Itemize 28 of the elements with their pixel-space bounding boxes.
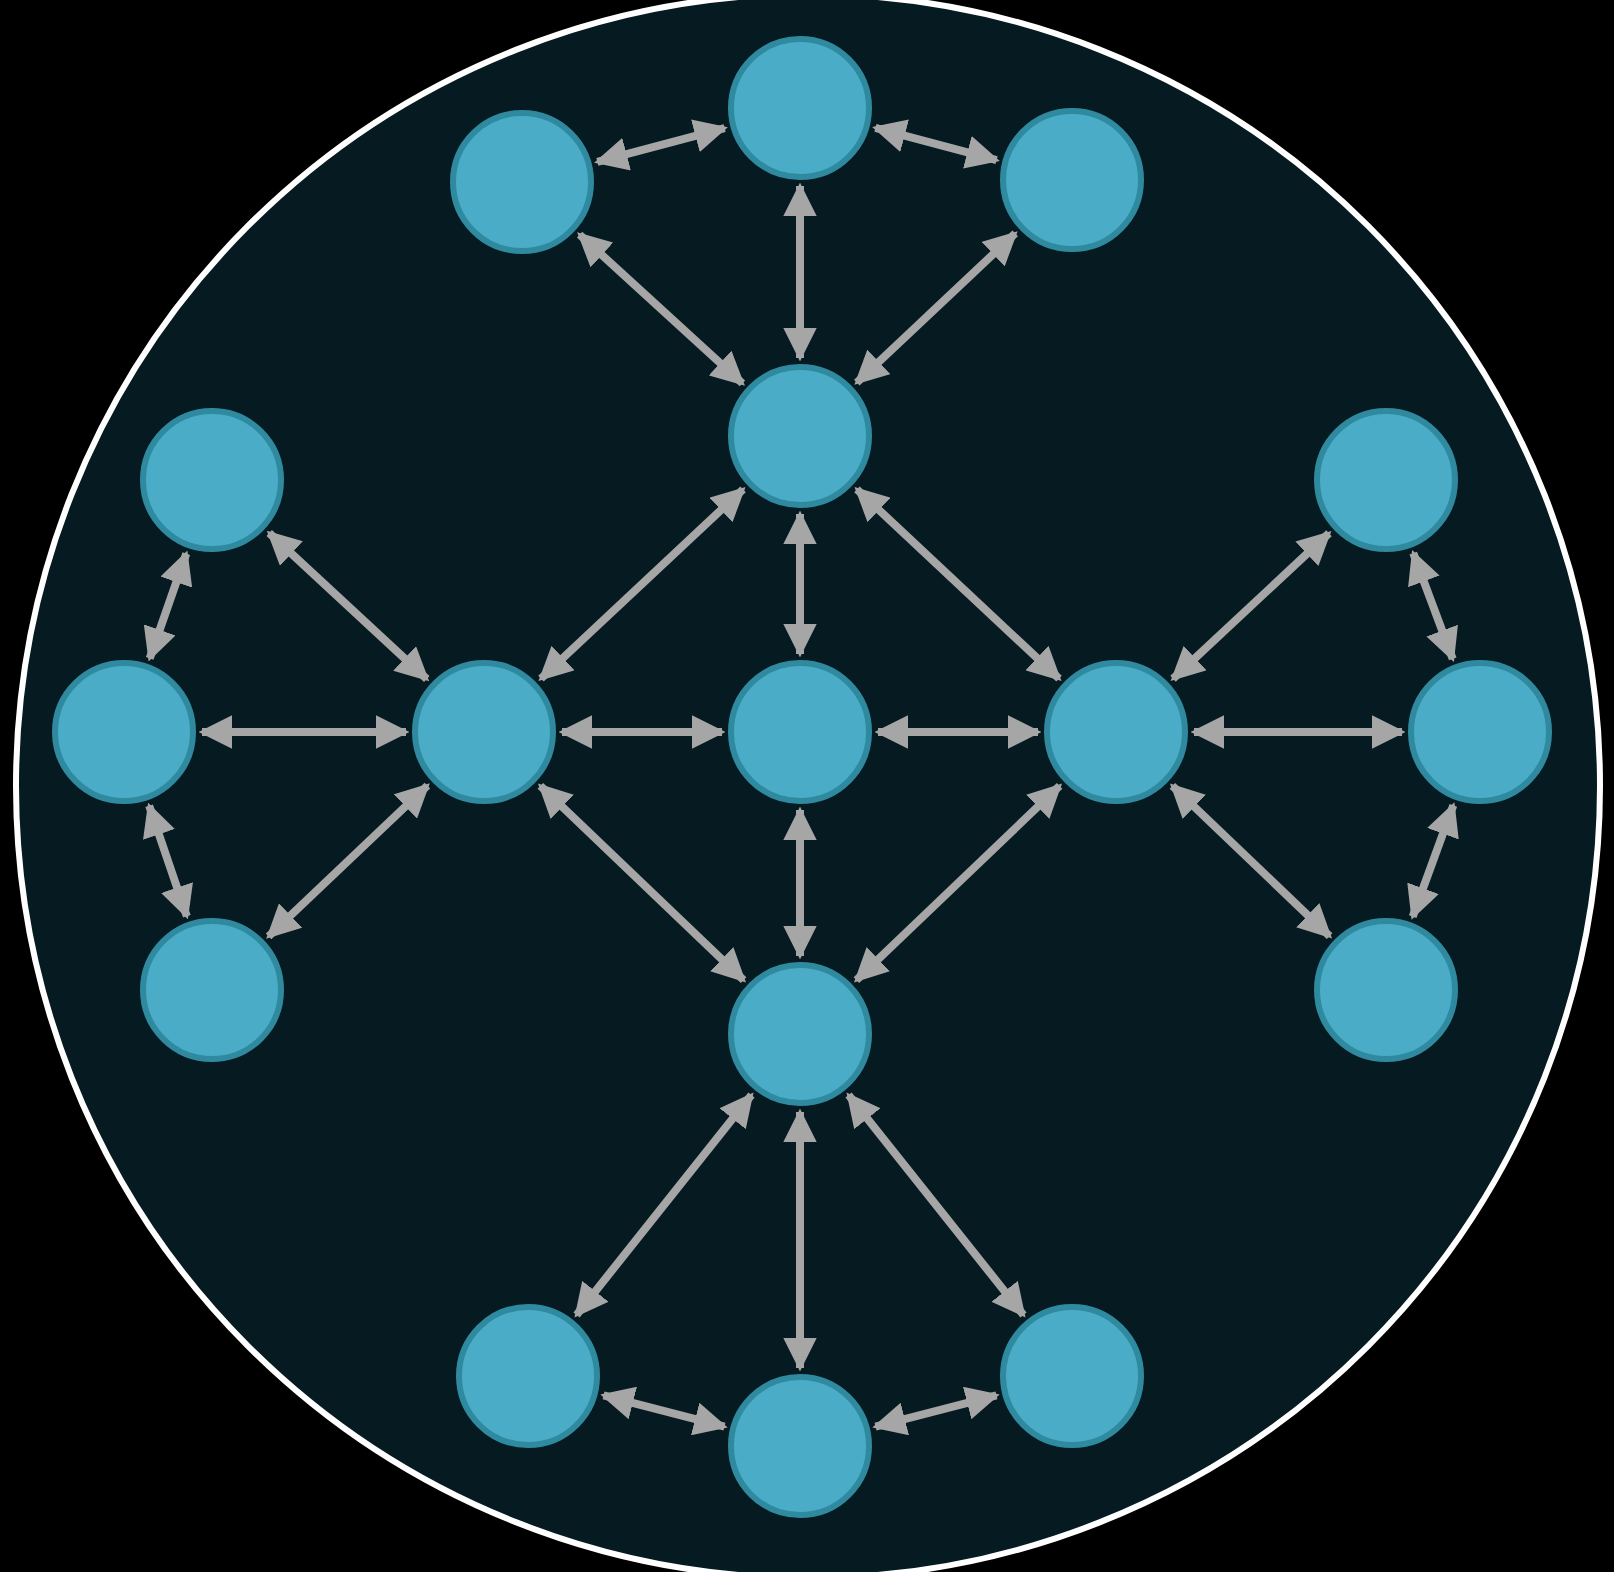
arrow [198, 715, 410, 749]
arrow [1407, 802, 1459, 920]
arrow [783, 510, 817, 658]
arrow [853, 783, 1063, 983]
arrow [783, 806, 817, 960]
arrow [537, 783, 747, 983]
arrow [265, 782, 431, 940]
arrow [874, 715, 1042, 749]
arrow [594, 119, 728, 171]
arrow [143, 802, 193, 920]
arrow [1408, 549, 1458, 663]
arrow [538, 486, 746, 682]
arrow [783, 182, 817, 362]
arrow [854, 230, 1018, 386]
arrow [783, 1108, 817, 1372]
arrow [1190, 715, 1406, 749]
arrow [845, 1092, 1027, 1318]
arrow [558, 715, 726, 749]
arrow [266, 530, 430, 682]
arrow [872, 1386, 1000, 1436]
arrow [854, 486, 1062, 682]
arrow [872, 119, 1000, 169]
arrow [576, 231, 746, 387]
arrow [143, 550, 193, 662]
arrow [1169, 783, 1333, 939]
arrow [600, 1386, 728, 1436]
arrow [573, 1092, 755, 1318]
arrow [1170, 530, 1332, 682]
